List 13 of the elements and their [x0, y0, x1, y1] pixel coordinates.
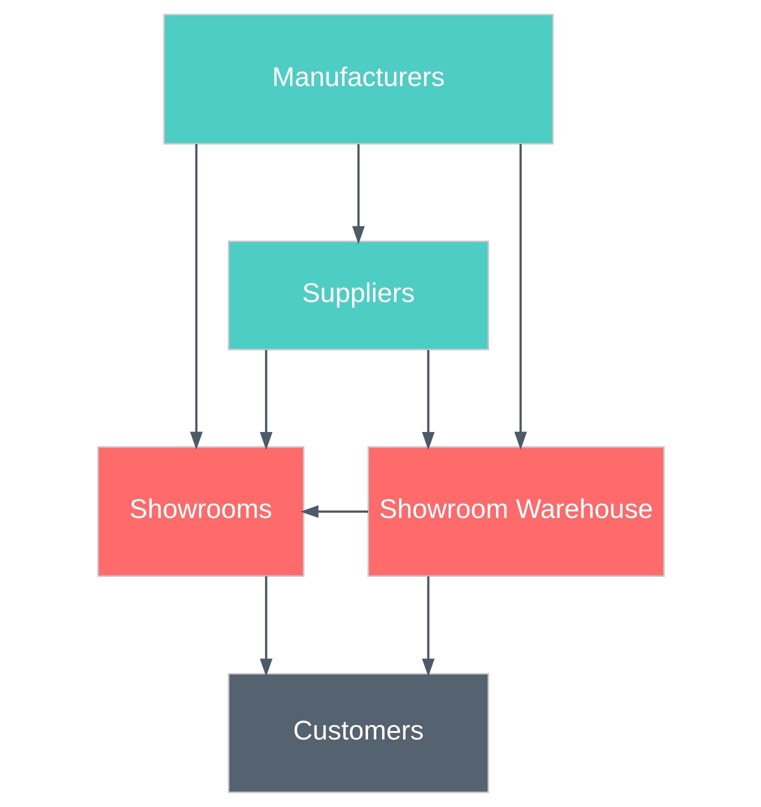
arrow	[300, 505, 368, 518]
arrow	[514, 144, 526, 450]
node-box: Manufacturers	[162, 14, 554, 145]
arrow	[421, 350, 434, 450]
arrow	[352, 144, 364, 244]
arrow	[259, 576, 272, 677]
arrow	[259, 350, 272, 450]
node-box: Customers	[227, 672, 489, 794]
arrow	[421, 576, 434, 677]
node-box: Showroom Warehouse	[367, 446, 664, 577]
node-box: Showrooms	[96, 446, 304, 577]
node-box: Suppliers	[227, 240, 489, 350]
arrow	[190, 144, 202, 450]
